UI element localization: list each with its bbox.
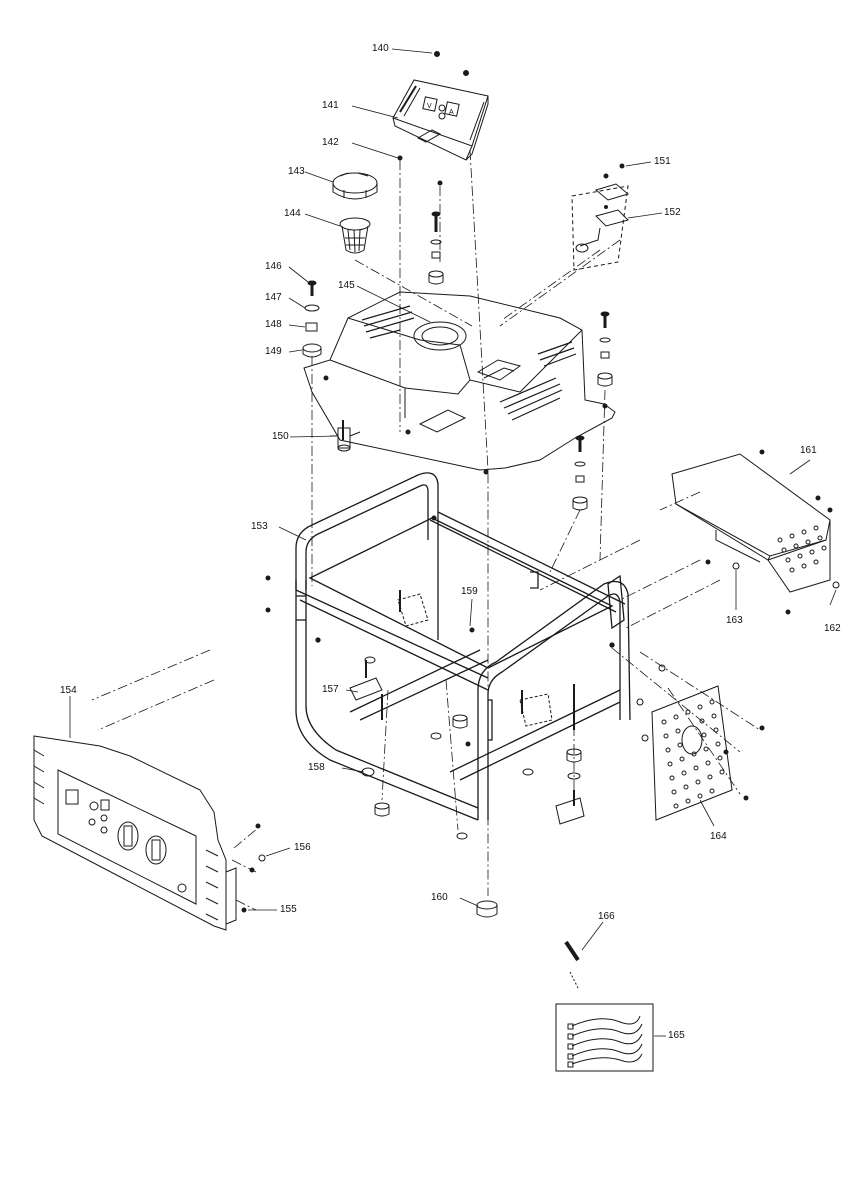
part-label-147: 147: [265, 292, 282, 303]
part-label-163: 163: [726, 615, 743, 626]
right-mount-hardware-drawing: [572, 311, 613, 511]
part-label-142: 142: [322, 137, 339, 148]
part-label-150: 150: [272, 431, 289, 442]
part-label-158: 158: [308, 762, 325, 773]
part-label-153: 153: [251, 521, 268, 532]
part-label-152: 152: [664, 207, 681, 218]
part-label-157: 157: [322, 684, 339, 695]
part-label-145: 145: [338, 280, 355, 291]
pin-drawing: [564, 940, 580, 989]
assembly-lines: [91, 149, 761, 911]
frame-drawing: [295, 472, 631, 821]
volt-symbol: V: [427, 103, 432, 110]
part-label-159: 159: [461, 586, 478, 597]
control-panel-cover-drawing: V A: [392, 79, 489, 161]
side-panel-drawing: [636, 664, 765, 821]
part-label-156: 156: [294, 842, 311, 853]
fuel-strainer-drawing: [339, 217, 371, 254]
part-label-151: 151: [654, 156, 671, 167]
part-label-161: 161: [800, 445, 817, 456]
part-label-164: 164: [710, 831, 727, 842]
part-label-140: 140: [372, 43, 389, 54]
wire-harness-drawing: [555, 1003, 654, 1072]
part-label-154: 154: [60, 685, 77, 696]
screws-drawing: [265, 515, 475, 747]
fuel-tank-drawing: [303, 291, 616, 475]
part-label-149: 149: [265, 346, 282, 357]
part-label-143: 143: [288, 166, 305, 177]
part-label-141: 141: [322, 100, 339, 111]
part-label-162: 162: [824, 623, 841, 634]
muffler-cover-drawing: [671, 449, 840, 615]
part-label-166: 166: [598, 911, 615, 922]
tank-mount-hardware-drawing: [302, 280, 322, 358]
engine-mounts-drawing: [349, 590, 585, 825]
part-label-155: 155: [280, 904, 297, 915]
part-label-144: 144: [284, 208, 301, 219]
part-label-148: 148: [265, 319, 282, 330]
part-label-165: 165: [668, 1030, 685, 1041]
rubber-feet-drawing: [361, 714, 582, 918]
amp-symbol: A: [449, 109, 454, 116]
leader-lines: [69, 48, 837, 1037]
part-label-160: 160: [431, 892, 448, 903]
control-panel-drawing: [33, 735, 266, 931]
screw-140-drawing: [397, 51, 469, 186]
fuel-gauge-drawing: [571, 163, 630, 271]
fuel-cap-drawing: [332, 172, 378, 200]
part-label-146: 146: [265, 261, 282, 272]
center-mount-hardware-drawing: [428, 211, 444, 285]
